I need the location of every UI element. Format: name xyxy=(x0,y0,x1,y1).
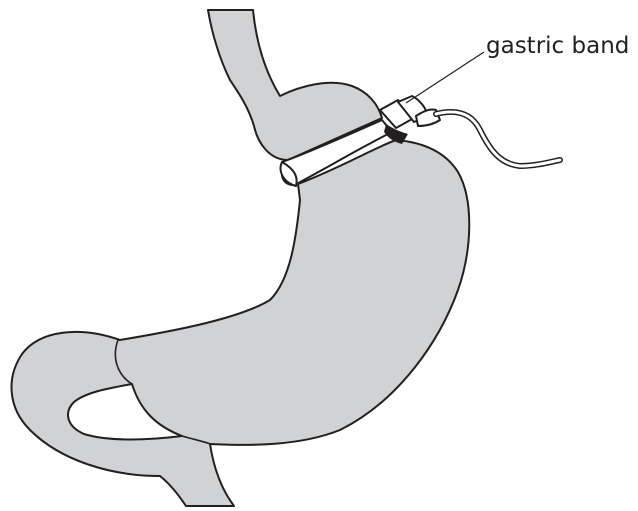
stomach-body xyxy=(12,140,470,506)
label-leader-line xyxy=(406,52,484,103)
band-buckle xyxy=(380,96,440,144)
band-tubing-inner xyxy=(436,112,560,166)
gastric-band-label: gastric band xyxy=(486,33,629,59)
